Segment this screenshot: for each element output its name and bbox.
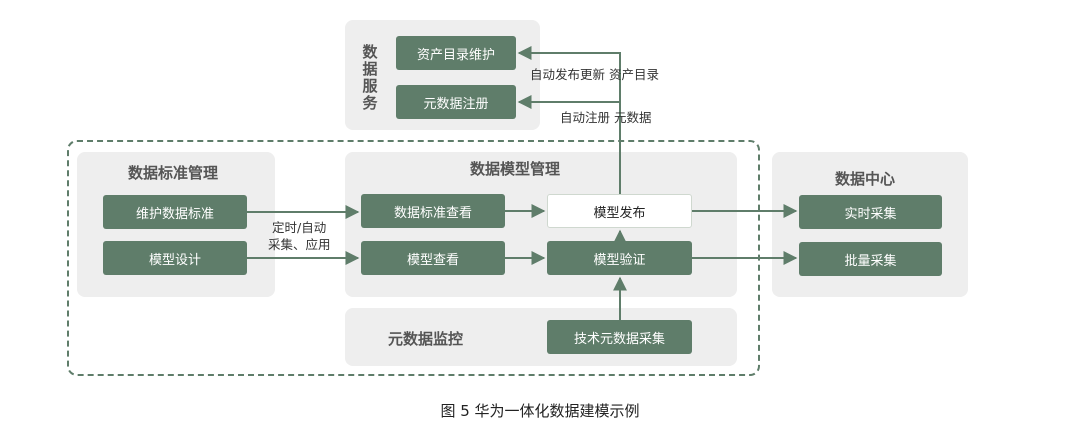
figure-caption: 图 5 华为一体化数据建模示例 [440,402,640,420]
standard-view-node: 数据标准查看 [361,194,505,228]
metadata-monitor-title: 元数据监控 [388,330,464,348]
tech-metadata-collection-node: 技术元数据采集 [547,320,692,354]
timed-auto-label-line2: 采集、应用 [268,237,331,252]
model-design-node: 模型设计 [103,241,247,275]
realtime-collection-node: 实时采集 [799,195,942,229]
model-publish-node: 模型发布 [547,194,692,228]
metadata-registration-node: 元数据注册 [396,85,516,119]
data-center-title: 数据中心 [835,170,896,188]
timed-auto-label-line1: 定时/自动 [272,220,327,235]
data-standard-title: 数据标准管理 [128,164,219,182]
data-model-title: 数据模型管理 [470,160,561,178]
maintain-standard-node: 维护数据标准 [103,195,247,229]
model-validation-node: 模型验证 [547,241,692,275]
auto-register-label: 自动注册 元数据 [560,110,652,125]
asset-catalog-maintenance-node: 资产目录维护 [396,36,516,70]
batch-collection-node: 批量采集 [799,242,942,276]
model-view-node: 模型查看 [361,241,505,275]
data-service-title: 数据服务 [362,43,378,112]
auto-publish-update-label: 自动发布更新 资产目录 [530,67,659,82]
publish-to-service-line [517,46,621,194]
